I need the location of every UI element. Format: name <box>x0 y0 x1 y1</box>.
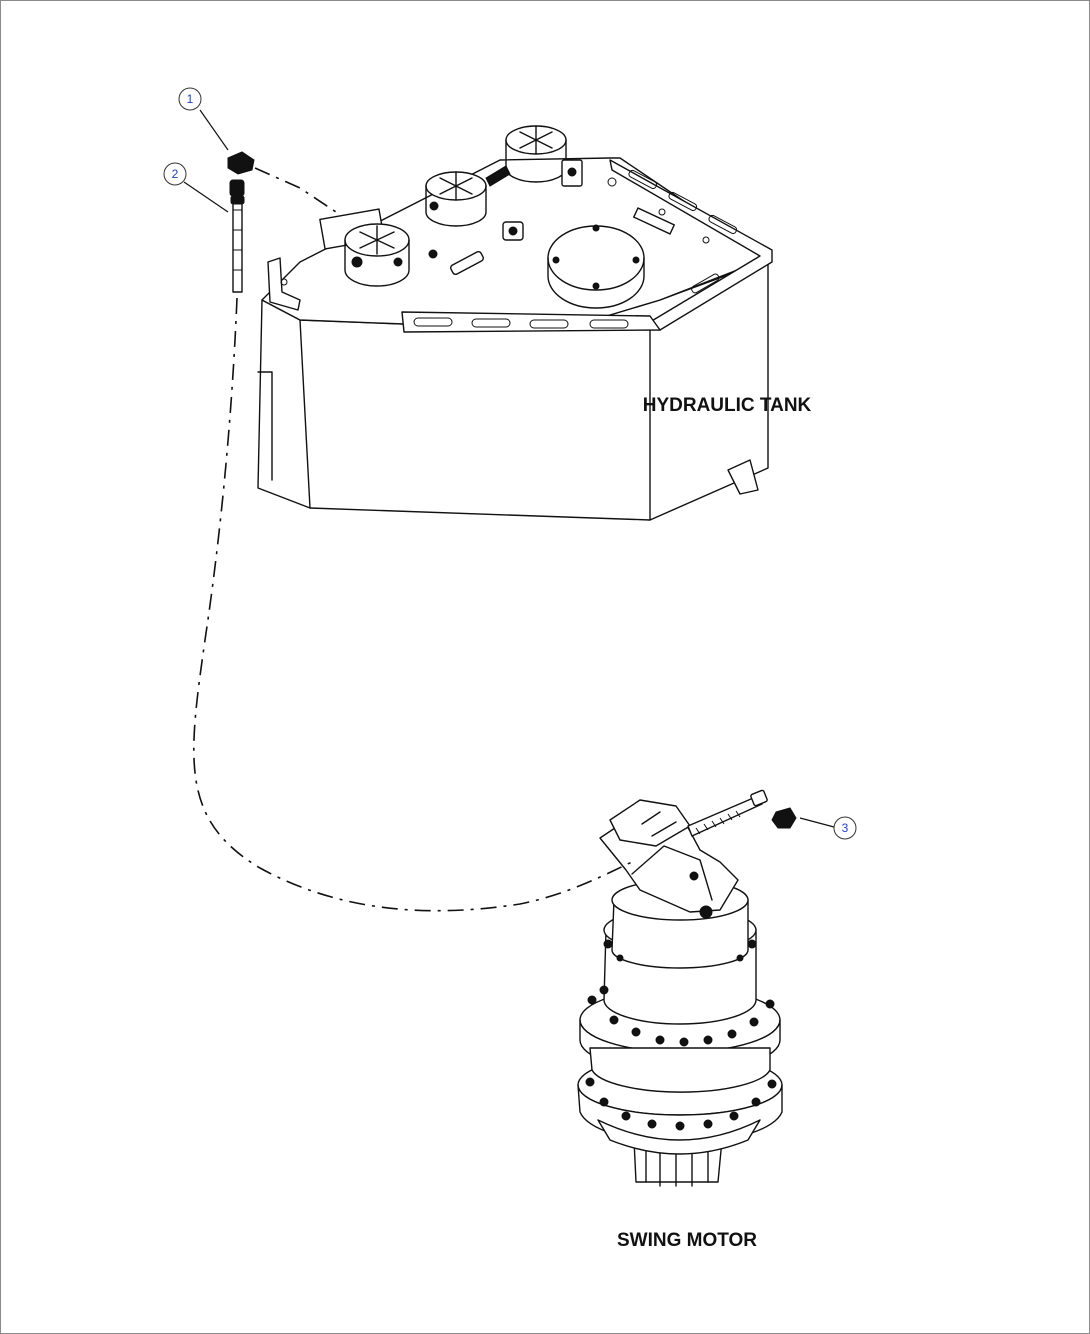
callout-balloon-icon <box>163 162 187 186</box>
rail-slots <box>628 169 738 294</box>
fitting-nut-1 <box>227 151 255 175</box>
callout-number: 3 <box>842 821 849 835</box>
callout-number: 2 <box>172 167 179 181</box>
hydraulic-tank-drawing <box>257 125 773 521</box>
flange-bolts <box>585 939 777 1131</box>
callout-balloon-icon <box>833 816 857 840</box>
callout-number: 1 <box>187 92 194 106</box>
tube-part-2 <box>229 179 245 293</box>
swing-motor-label: SWING MOTOR <box>617 1230 757 1251</box>
connection-line-1 <box>254 167 337 213</box>
callout-balloon-icon <box>178 87 202 111</box>
connection-line-2 <box>193 297 633 912</box>
hydraulic-tank-label: HYDRAULIC TANK <box>643 395 812 416</box>
swing-motor-drawing <box>577 789 797 1187</box>
callout-3: 3 <box>799 816 857 840</box>
callout-1: 1 <box>178 87 229 151</box>
callout-2: 2 <box>163 162 229 213</box>
